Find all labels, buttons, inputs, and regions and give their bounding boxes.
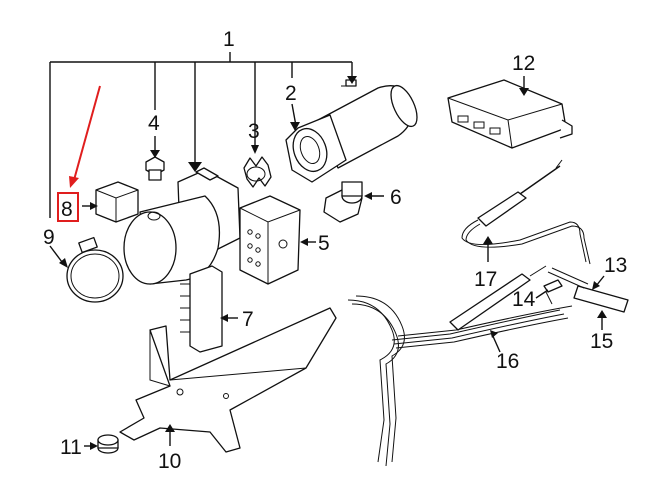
part-17-upper-harness <box>461 159 591 265</box>
part-9-hose-clamp <box>49 236 124 303</box>
callout-11: 11 <box>60 436 82 459</box>
part-15-clip <box>597 310 607 330</box>
callout-14: 14 <box>512 288 536 311</box>
callout-7: 7 <box>242 308 254 331</box>
callout-3: 3 <box>248 120 260 143</box>
part-13-harness-end <box>547 267 629 313</box>
callout-1-bracket <box>49 52 353 218</box>
part-11-grommet <box>84 434 119 454</box>
callout-8: 8 <box>61 198 73 221</box>
callout-17: 17 <box>474 268 497 291</box>
callout-16: 16 <box>496 350 519 373</box>
part-10-mounting-bracket <box>119 307 337 453</box>
part-16-main-harness <box>347 265 573 467</box>
callout-9: 9 <box>43 226 55 249</box>
part-8-relay <box>57 85 139 223</box>
part-6-flange <box>323 181 384 223</box>
callout-12: 12 <box>512 52 535 75</box>
part-2-pump-motor <box>285 84 418 183</box>
part-12-control-module <box>447 76 573 149</box>
part-3-coupling <box>243 156 272 188</box>
part-14-bolt <box>535 279 563 305</box>
callout-15: 15 <box>590 330 613 353</box>
part-7-connector-block <box>180 265 238 353</box>
highlight-box <box>57 192 79 222</box>
callout-2: 2 <box>285 82 297 105</box>
callout-6: 6 <box>390 186 402 209</box>
callout-13: 13 <box>604 254 627 277</box>
callout-1: 1 <box>223 28 235 51</box>
screw-part <box>341 76 357 87</box>
hydraulic-pump-body <box>123 167 241 285</box>
callout-5: 5 <box>318 232 330 255</box>
callout-10: 10 <box>158 450 181 473</box>
callout-4: 4 <box>148 112 160 135</box>
part-5-valve-block <box>239 195 316 285</box>
highlight-arrow <box>73 85 101 181</box>
callout-labels: 1 2 3 4 5 6 7 8 9 10 11 12 13 14 15 16 1… <box>43 28 627 473</box>
part-4-plug <box>145 136 165 181</box>
